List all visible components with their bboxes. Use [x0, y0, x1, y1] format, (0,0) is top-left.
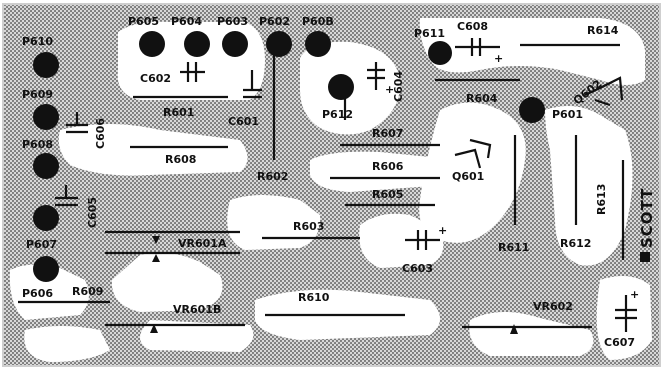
label-r614: R614 [587, 24, 619, 37]
resistor-labels: R601 R602 R603 R604 R605 R606 R607 R608 … [72, 24, 619, 304]
pad-p612 [328, 74, 354, 100]
c605-symbol [55, 185, 78, 207]
label-r612: R612 [560, 237, 591, 250]
pad-p611 [428, 41, 452, 65]
q601-symbol [454, 138, 492, 169]
transistor-symbols [454, 76, 624, 169]
brand-logo: SCOTT [638, 188, 656, 248]
label-p602: P602 [259, 15, 290, 28]
capacitor-labels: C601 C602 C603 C604 C605 C606 C607 C608 [86, 20, 635, 349]
label-p607: P607 [26, 238, 57, 251]
c603-symbol [405, 230, 440, 250]
label-p605: P605 [128, 15, 159, 28]
label-r606: R606 [372, 160, 404, 173]
label-p603: P603 [217, 15, 248, 28]
label-r602: R602 [257, 170, 288, 183]
label-p606: P606 [22, 287, 53, 300]
svg-text:+: + [494, 52, 503, 65]
pad-p610 [33, 52, 59, 78]
c608-symbol [455, 38, 500, 56]
lead-lines [18, 40, 625, 329]
label-p612: P612 [322, 108, 353, 121]
pad-p607 [33, 205, 59, 231]
c606-symbol [66, 112, 88, 134]
label-r603: R603 [293, 220, 324, 233]
label-c606: C606 [94, 118, 107, 149]
label-r605: R605 [372, 188, 403, 201]
pad-p60b [305, 31, 331, 57]
label-r601: R601 [163, 106, 194, 119]
label-r610: R610 [298, 291, 330, 304]
svg-text:+: + [385, 83, 394, 96]
q602-symbol [584, 76, 624, 107]
plus-signs: + + + + [385, 52, 639, 301]
pad-dots [33, 31, 545, 282]
pad-p605 [139, 31, 165, 57]
pad-p602 [266, 31, 292, 57]
pad-p601 [519, 97, 545, 123]
label-vr602: VR602 [533, 300, 573, 313]
c601-symbol [243, 70, 262, 99]
label-p604: P604 [171, 15, 202, 28]
label-p60b: P60B [302, 15, 334, 28]
label-vr601a: VR601A [178, 237, 227, 250]
label-c601: C601 [228, 115, 259, 128]
pad-p608 [33, 153, 59, 179]
label-q601: Q601 [452, 170, 484, 183]
label-c603: C603 [402, 262, 433, 275]
brand-square [640, 252, 650, 262]
label-c602: C602 [140, 72, 171, 85]
label-r608: R608 [165, 153, 196, 166]
capacitor-symbols [55, 38, 637, 332]
label-p611: P611 [414, 27, 445, 40]
pad-p609 [33, 104, 59, 130]
c602-symbol [180, 62, 205, 82]
label-c605: C605 [86, 197, 99, 228]
label-c604: C604 [392, 71, 405, 102]
label-r604: R604 [466, 92, 498, 105]
pad-p603 [222, 31, 248, 57]
c607-symbol [615, 295, 637, 332]
label-p610: P610 [22, 35, 53, 48]
label-r611: R611 [498, 241, 529, 254]
label-p601: P601 [552, 108, 583, 121]
isolation-gaps [9, 18, 652, 362]
pad-labels: P610 P609 P608 P607 P606 P605 P604 P603 … [22, 15, 583, 300]
label-r609: R609 [72, 285, 103, 298]
pad-p606 [33, 256, 59, 282]
label-r613: R613 [595, 184, 608, 215]
label-vr601b: VR601B [173, 303, 221, 316]
label-p608: P608 [22, 138, 53, 151]
wiper-markers [150, 236, 518, 334]
label-p609: P609 [22, 88, 53, 101]
pad-p604 [184, 31, 210, 57]
label-c608: C608 [457, 20, 488, 33]
label-r607: R607 [372, 127, 403, 140]
pot-labels: VR601A VR601B VR602 [173, 237, 573, 316]
svg-text:+: + [630, 288, 639, 301]
label-c607: C607 [604, 336, 635, 349]
c604-symbol [367, 62, 385, 90]
svg-text:+: + [438, 224, 447, 237]
